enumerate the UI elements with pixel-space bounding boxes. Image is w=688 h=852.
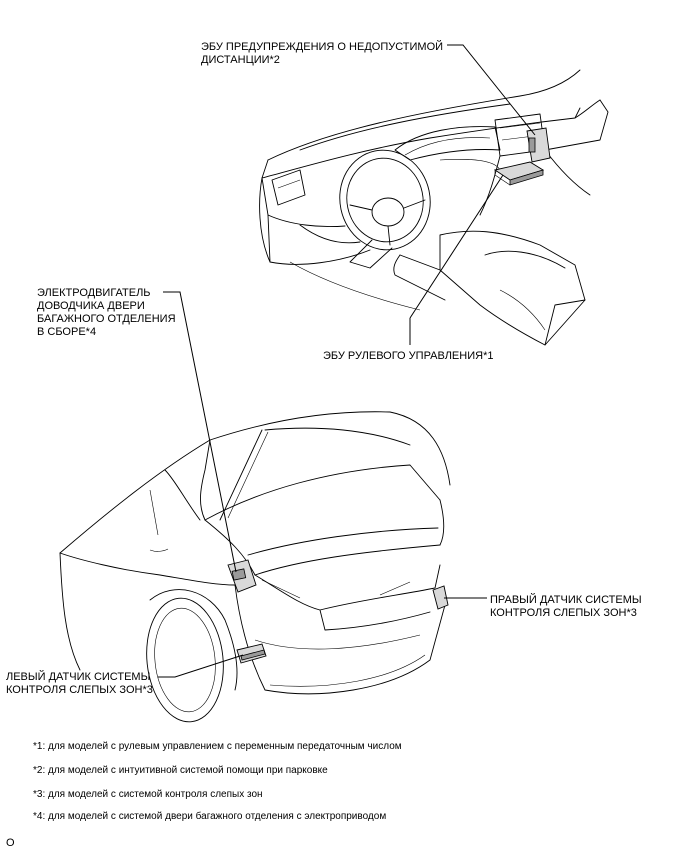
footnote-2: *2: для моделей с интуитивной системой п… [33,765,328,776]
leader-lines [158,44,536,678]
page-id: O [6,837,15,849]
trunk-motor-label: ЭЛЕКТРОДВИГАТЕЛЬ ДОВОДЧИКА ДВЕРИ БАГАЖНО… [37,287,176,338]
dashboard-illustration [259,69,609,346]
footnote-4: *4: для моделей с системой двери багажно… [33,811,387,822]
left-blind-spot-sensor-label: ЛЕВЫЙ ДАТЧИК СИСТЕМЫ КОНТРОЛЯ СЛЕПЫХ ЗОН… [6,671,153,696]
steering-ecu-label: ЭБУ РУЛЕВОГО УПРАВЛЕНИЯ*1 [323,350,494,362]
right-blind-spot-sensor-label: ПРАВЫЙ ДАТЧИК СИСТЕМЫ КОНТРОЛЯ СЛЕПЫХ ЗО… [490,594,642,619]
distance-ecu-label: ЭБУ ПРЕДУПРЕЖДЕНИЯ О НЕДОПУСТИМОЙ ДИСТАН… [201,41,444,66]
footnote-3: *3: для моделей с системой контроля слеп… [33,789,263,800]
footnote-1: *1: для моделей с рулевым управлением с … [33,741,402,752]
